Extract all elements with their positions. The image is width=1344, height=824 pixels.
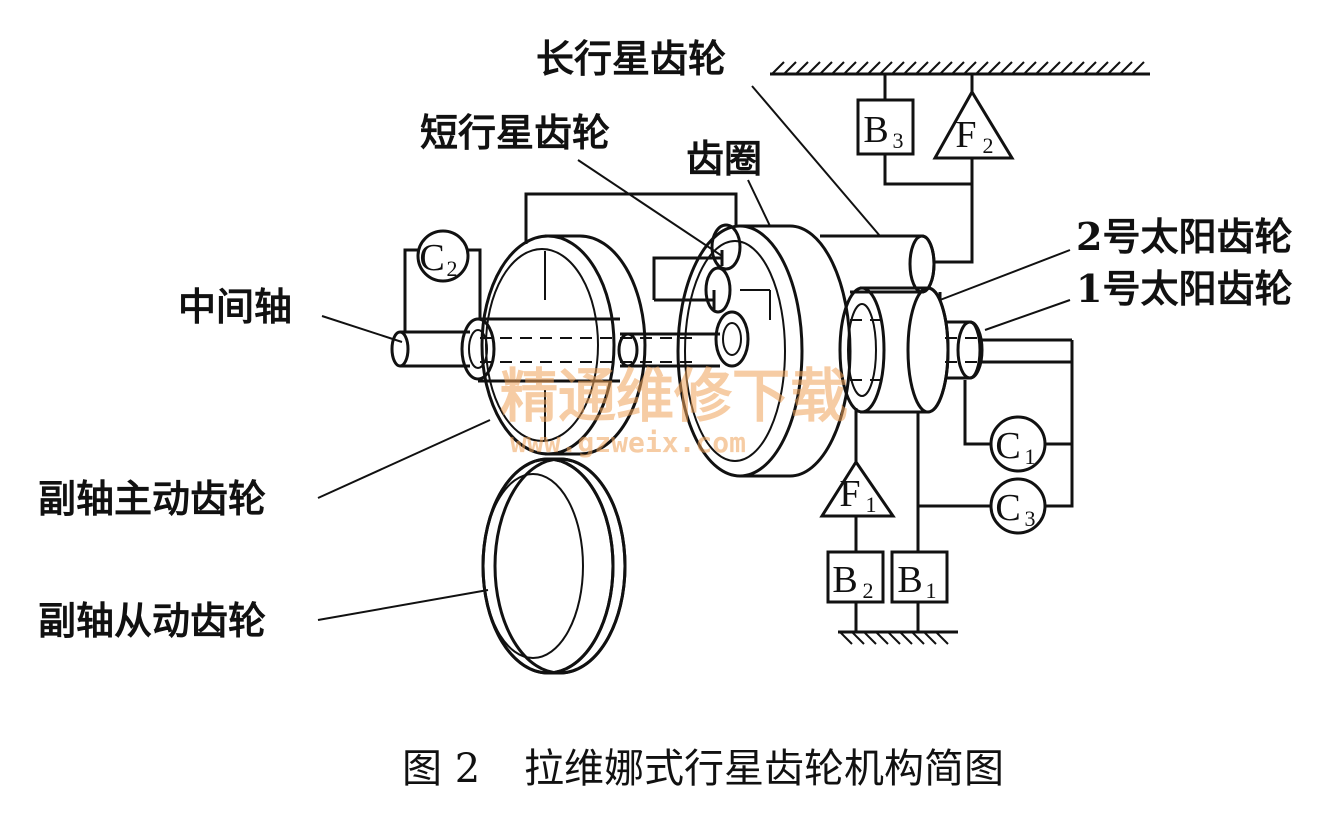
clutch-c3: C 3 bbox=[918, 444, 1074, 535]
c1-letter: C bbox=[995, 425, 1020, 467]
hatch-line bbox=[867, 61, 881, 75]
c2-sub: 2 bbox=[447, 256, 458, 281]
c3-sub: 3 bbox=[1025, 506, 1036, 531]
brake-b2: B 2 bbox=[826, 550, 885, 632]
clutch-c2: C 2 bbox=[403, 229, 482, 332]
ring-gear bbox=[676, 224, 852, 478]
hatch-line bbox=[899, 631, 913, 645]
drum-link-line bbox=[524, 192, 738, 244]
top-ground bbox=[770, 61, 1150, 76]
hatch-line bbox=[1083, 61, 1097, 75]
hatch-line bbox=[851, 631, 865, 645]
hatch-line bbox=[935, 631, 949, 645]
one-way-clutch-f1: F 1 bbox=[819, 408, 896, 552]
c2-letter: C bbox=[419, 237, 444, 279]
hatch-line bbox=[951, 61, 965, 75]
hatch-line bbox=[1071, 61, 1085, 75]
hatch-line bbox=[1047, 61, 1061, 75]
b1-letter: B bbox=[897, 559, 922, 601]
hatch-line bbox=[987, 61, 1001, 75]
hatch-line bbox=[975, 61, 989, 75]
b3-sub: 3 bbox=[893, 128, 904, 153]
f2-sub: 2 bbox=[983, 133, 994, 158]
f1-sub: 1 bbox=[866, 492, 877, 517]
f1-letter: F bbox=[839, 473, 860, 515]
long-planet-gear bbox=[820, 234, 936, 294]
hatch-line bbox=[1131, 61, 1145, 75]
hatch-line bbox=[783, 61, 797, 75]
output-shaft bbox=[945, 320, 1074, 380]
hatch-line bbox=[875, 631, 889, 645]
b2-letter: B bbox=[832, 559, 857, 601]
hatch-line bbox=[903, 61, 917, 75]
caption-figure-number: 图 2 bbox=[402, 746, 480, 792]
hatch-line bbox=[1095, 61, 1109, 75]
b2-sub: 2 bbox=[863, 578, 874, 603]
hatch-line bbox=[887, 631, 901, 645]
hatch-line bbox=[1011, 61, 1025, 75]
hatch-line bbox=[911, 631, 925, 645]
countershaft-driven-gear bbox=[481, 457, 627, 675]
hatch-line bbox=[923, 631, 937, 645]
hatch-line bbox=[795, 61, 809, 75]
brake-b1: B 1 bbox=[890, 412, 949, 632]
hatch-line bbox=[863, 631, 877, 645]
short-planet-gear bbox=[652, 223, 771, 368]
bottom-ground bbox=[838, 630, 958, 645]
watermark-url: www.gzweix.com bbox=[510, 426, 746, 459]
watermark: 精通维修下载 www.gzweix.com bbox=[500, 362, 848, 459]
label-countershaft-driven: 副轴从动齿轮 bbox=[38, 598, 266, 643]
countershaft-drive-gear bbox=[480, 234, 647, 456]
label-short-planet: 短行星齿轮 bbox=[420, 110, 610, 155]
hatch-line bbox=[915, 61, 929, 75]
label-ring-gear: 齿圈 bbox=[686, 136, 762, 181]
hatch-line bbox=[879, 61, 893, 75]
hatch-line bbox=[1023, 61, 1037, 75]
hatch-line bbox=[939, 61, 953, 75]
b3-letter: B bbox=[863, 109, 888, 151]
hatch-line bbox=[819, 61, 833, 75]
one-way-clutch-f2: F 2 bbox=[932, 74, 1015, 264]
hatch-line bbox=[999, 61, 1013, 75]
label-sun-gear-1: 1号太阳齿轮 bbox=[1076, 266, 1292, 311]
hatch-line bbox=[1035, 61, 1049, 75]
brake-b3: B 3 bbox=[856, 74, 972, 186]
hatch-line bbox=[807, 61, 821, 75]
watermark-text: 精通维修下载 bbox=[500, 362, 848, 430]
c1-sub: 1 bbox=[1025, 444, 1036, 469]
label-sun-gear-2: 2号太阳齿轮 bbox=[1076, 214, 1292, 259]
hatch-line bbox=[927, 61, 941, 75]
hatch-line bbox=[771, 61, 785, 75]
hatch-line bbox=[855, 61, 869, 75]
caption-title: 拉维娜式行星齿轮机构简图 bbox=[524, 746, 1004, 792]
hatch-line bbox=[843, 61, 857, 75]
clutch-c1: C 1 bbox=[963, 362, 1074, 473]
label-countershaft-drive: 副轴主动齿轮 bbox=[38, 476, 266, 521]
hatch-line bbox=[1107, 61, 1121, 75]
hatch-line bbox=[963, 61, 977, 75]
leader-lines bbox=[317, 85, 1071, 621]
f2-letter: F bbox=[955, 114, 976, 156]
label-long-planet: 长行星齿轮 bbox=[536, 36, 726, 81]
hatch-line bbox=[891, 61, 905, 75]
hatch-line bbox=[1119, 61, 1133, 75]
hatch-line bbox=[831, 61, 845, 75]
intermediate-shaft bbox=[390, 317, 720, 383]
hatch-line bbox=[839, 631, 853, 645]
label-intermediate-shaft: 中间轴 bbox=[178, 284, 292, 329]
sun-gears bbox=[838, 286, 950, 414]
hatch-line bbox=[1059, 61, 1073, 75]
b1-sub: 1 bbox=[926, 578, 937, 603]
c3-letter: C bbox=[995, 487, 1020, 529]
